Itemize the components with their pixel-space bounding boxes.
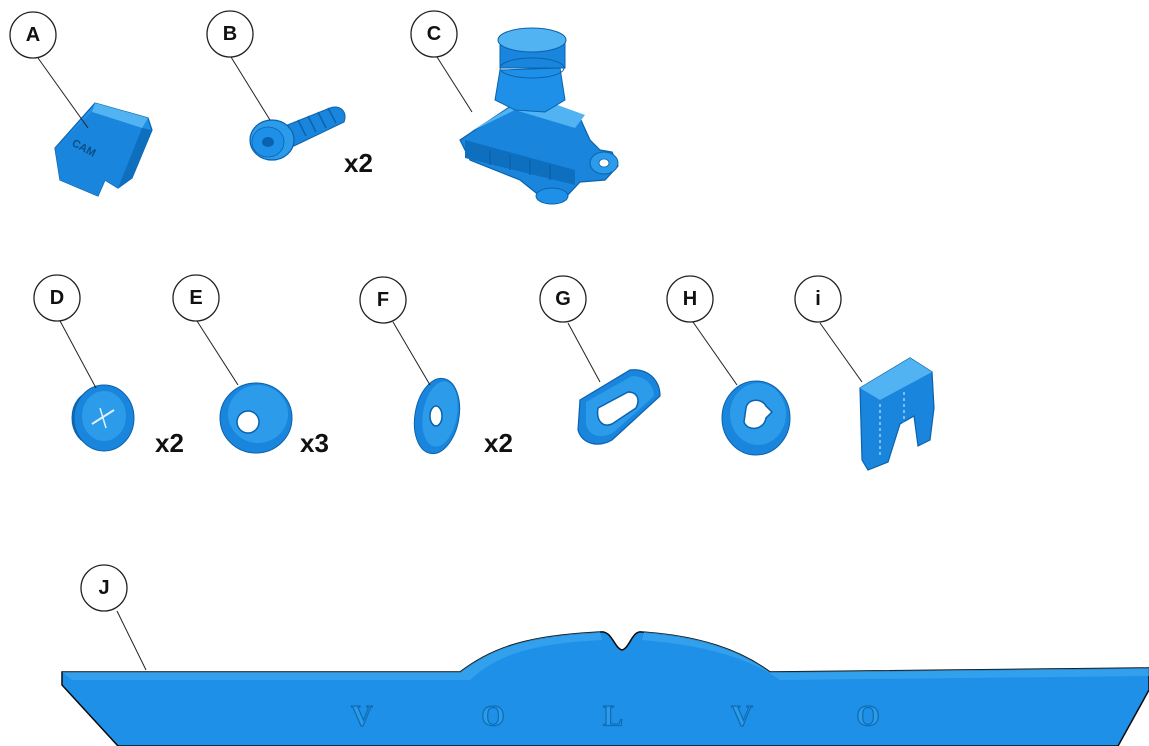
part-g-seal xyxy=(577,369,661,445)
callout-e: E xyxy=(172,274,220,322)
callout-e-label: E xyxy=(189,287,202,309)
part-c-camera xyxy=(459,27,619,205)
callout-g-label: G xyxy=(555,288,571,310)
part-i-clip xyxy=(859,357,935,471)
quantity-e: x3 xyxy=(300,428,329,458)
callout-i: i xyxy=(794,275,842,323)
leader-line-j xyxy=(116,610,147,671)
callout-h-label: H xyxy=(683,288,697,310)
part-e-grommet xyxy=(219,382,293,454)
part-a-cam-cover: CAM xyxy=(54,102,153,197)
callout-a: A xyxy=(9,11,57,59)
part-j-trim-panel: V O L V O xyxy=(61,631,1149,746)
callout-c-label: C xyxy=(427,23,441,45)
leader-line-b xyxy=(230,56,271,121)
part-f-washer xyxy=(413,377,461,455)
leader-line-i xyxy=(819,322,863,383)
emboss-letter-4: V xyxy=(731,700,753,733)
leader-line-c xyxy=(436,56,473,113)
leader-line-e xyxy=(196,320,239,386)
part-d-plug xyxy=(71,384,135,452)
leader-line-f xyxy=(392,321,431,386)
callout-f: F xyxy=(359,276,407,324)
leader-line-g xyxy=(567,322,601,383)
emboss-letter-1: V xyxy=(351,700,373,733)
callout-g: G xyxy=(539,275,587,323)
part-h-washer xyxy=(721,380,791,456)
emboss-letter-5: O xyxy=(856,700,879,733)
callout-c: C xyxy=(410,10,458,58)
callout-b: B xyxy=(206,10,254,58)
quantity-d: x2 xyxy=(155,428,184,458)
quantity-f: x2 xyxy=(484,428,513,458)
quantity-b: x2 xyxy=(344,148,373,178)
callout-i-label: i xyxy=(815,288,821,310)
callout-j-label: J xyxy=(98,577,109,599)
callout-a-label: A xyxy=(26,24,40,46)
leader-line-h xyxy=(692,321,738,386)
part-b-screw xyxy=(249,106,346,161)
callout-h: H xyxy=(666,275,714,323)
callout-b-label: B xyxy=(223,23,237,45)
callout-f-label: F xyxy=(377,289,389,311)
callout-j: J xyxy=(80,564,128,612)
emboss-letter-2: O xyxy=(481,700,504,733)
leader-line-a xyxy=(37,57,89,129)
emboss-letter-3: L xyxy=(603,700,623,733)
leader-line-d xyxy=(58,318,97,389)
callout-d-label: D xyxy=(50,287,64,309)
callout-d: D xyxy=(33,274,81,322)
